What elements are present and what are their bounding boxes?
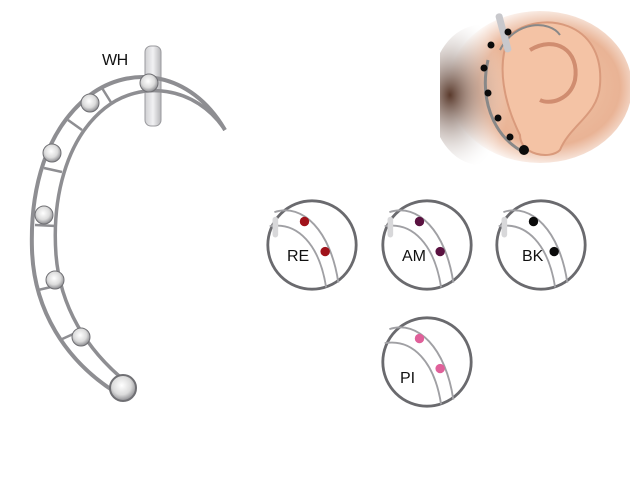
variant-label-pi: PI bbox=[400, 370, 416, 387]
main-ear-cuff-image: WH bbox=[20, 40, 240, 420]
variant-swatch-bk[interactable]: BK bbox=[494, 198, 588, 292]
variant-label-am: AM bbox=[402, 248, 426, 265]
variant-label-wh: WH bbox=[102, 52, 128, 69]
ear-model-photo bbox=[430, 5, 632, 165]
variant-label-bk: BK bbox=[522, 248, 544, 265]
variant-swatch-am[interactable]: AM bbox=[380, 198, 474, 292]
variant-swatch-pi[interactable]: PI bbox=[380, 315, 474, 409]
variant-label-re: RE bbox=[287, 248, 310, 265]
ear-cuff-wh-icon bbox=[29, 45, 227, 402]
ear-photo-icon bbox=[430, 11, 632, 165]
variant-swatch-re[interactable]: RE bbox=[265, 198, 359, 292]
